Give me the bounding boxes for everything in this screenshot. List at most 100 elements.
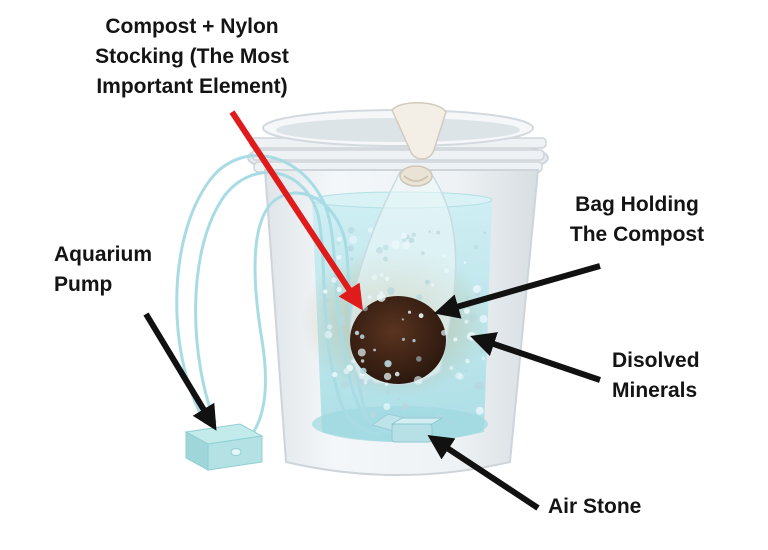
bubble — [428, 230, 432, 233]
bubble — [416, 356, 422, 362]
callout-arrows — [143, 110, 601, 511]
bubble — [473, 245, 479, 250]
bubble — [339, 307, 344, 311]
bubble — [360, 390, 364, 394]
bubble — [357, 348, 366, 357]
bubble — [360, 359, 365, 363]
bubble — [465, 295, 470, 300]
label-air-stone: Air Stone — [548, 492, 688, 522]
label-line: Aquarium — [54, 243, 153, 266]
bubble — [377, 293, 386, 302]
bubble — [343, 368, 350, 375]
bubble — [349, 257, 354, 261]
bubble — [401, 238, 407, 243]
bubble — [324, 330, 333, 339]
aquarium-pump-icon — [184, 423, 264, 471]
bubble — [384, 276, 390, 281]
pump-arrow — [143, 312, 217, 431]
bubble — [479, 349, 484, 354]
bubble — [449, 421, 453, 425]
bubble — [367, 227, 373, 233]
compost-arrow — [229, 110, 363, 311]
bubble — [327, 324, 333, 330]
bubble — [336, 286, 342, 293]
bubble — [464, 369, 468, 373]
bubble — [379, 272, 384, 277]
bubble — [464, 308, 470, 314]
bubble — [367, 379, 374, 386]
airstone-arrow — [427, 435, 540, 511]
bubble — [402, 241, 410, 250]
bubble — [332, 371, 338, 378]
label-line: Minerals — [612, 379, 698, 402]
bubble — [455, 372, 462, 380]
bubble — [351, 359, 356, 364]
bubble — [382, 244, 389, 251]
nylon-bag-icon — [349, 102, 457, 386]
bubble — [465, 358, 470, 364]
bubble — [436, 230, 441, 235]
bubble — [413, 376, 423, 385]
bubble — [464, 319, 469, 324]
bubble — [386, 390, 391, 394]
label-line: Pump — [54, 273, 113, 296]
bubble — [323, 289, 328, 294]
bubble — [397, 397, 401, 401]
bubble — [401, 337, 406, 341]
bubble — [444, 268, 450, 274]
bubble — [360, 367, 367, 375]
bubble — [468, 313, 477, 322]
label-line: The Compost — [569, 223, 705, 246]
bubble — [453, 337, 458, 342]
bubble — [349, 235, 358, 244]
air-stone-icon — [370, 413, 444, 443]
bubble — [412, 339, 416, 343]
bubble — [444, 355, 448, 359]
bubble — [376, 247, 383, 254]
bubble — [383, 372, 392, 381]
compost-lump — [350, 296, 446, 384]
bubble — [387, 287, 395, 295]
bubble — [441, 329, 447, 336]
label-bag-holding-compost: Bag Holding The Compost — [542, 190, 732, 250]
bubble — [384, 382, 389, 386]
label-compost-nylon-stocking: Compost + Nylon Stocking (The Most Impor… — [82, 12, 302, 102]
bubble — [348, 227, 355, 234]
bubble — [347, 245, 354, 252]
bubble — [336, 241, 341, 246]
bubble — [391, 240, 400, 249]
bubble — [369, 411, 376, 419]
label-line: Stocking (The Most — [95, 45, 289, 68]
bubble — [481, 356, 486, 361]
minerals-arrow — [470, 332, 601, 383]
bubble — [383, 403, 391, 411]
bubble — [466, 339, 470, 343]
label-dissolved-minerals: Disolved Minerals — [612, 346, 742, 406]
bubble — [383, 256, 388, 262]
bubble — [359, 334, 365, 340]
bubble — [430, 283, 435, 287]
label-aquarium-pump: Aquarium Pump — [54, 240, 204, 300]
bubble — [475, 381, 484, 390]
bubble — [337, 314, 346, 322]
bubble — [401, 318, 405, 321]
bubble — [362, 305, 368, 312]
bubble — [401, 232, 408, 239]
bubble — [472, 285, 481, 294]
bubble — [384, 360, 392, 368]
bag-arrow — [433, 263, 601, 319]
bubble — [323, 297, 330, 304]
bubble — [475, 406, 484, 415]
bubble — [408, 237, 415, 243]
bubble — [371, 274, 378, 281]
label-line: Important Element) — [96, 75, 288, 98]
bubble — [407, 310, 412, 314]
bubble — [331, 277, 337, 283]
bubble — [456, 315, 462, 321]
bubble — [418, 313, 424, 319]
bubble — [411, 232, 416, 237]
label-line: Air Stone — [548, 495, 642, 518]
bubble — [354, 330, 360, 336]
bubble — [338, 254, 342, 258]
bubble — [367, 295, 372, 300]
